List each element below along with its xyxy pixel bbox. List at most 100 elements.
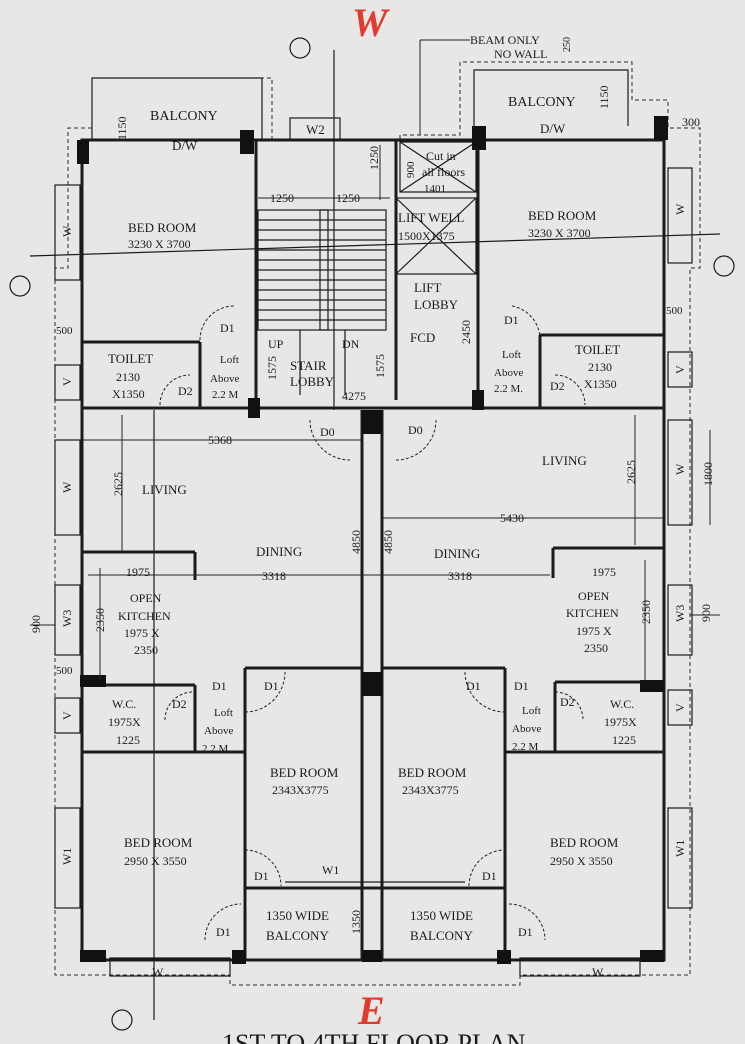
loft2-right-1: Loft bbox=[522, 705, 541, 717]
loft-left-3: 2.2 M bbox=[212, 389, 239, 401]
dw-left: D/W bbox=[172, 138, 198, 153]
wc-right-dim1: 1975X bbox=[604, 715, 637, 729]
balcony-bottom-right-1: 1350 WIDE bbox=[410, 908, 473, 923]
dim-500-c: 500 bbox=[56, 665, 73, 677]
stair-dn: DN bbox=[342, 337, 360, 351]
kitchen-left-4: 2350 bbox=[134, 643, 158, 657]
door-d1-b: D1 bbox=[504, 313, 519, 327]
kitchen-left-3: 1975 X bbox=[124, 626, 160, 640]
dining-left-label: DINING bbox=[256, 544, 302, 559]
dim-2350-a: 2350 bbox=[93, 608, 107, 632]
dim-1250-v: 1250 bbox=[367, 146, 381, 170]
window-w-1: W bbox=[60, 225, 74, 237]
dim-1575-b: 1575 bbox=[373, 354, 387, 378]
loft-right-1: Loft bbox=[502, 349, 521, 361]
compass-west: W bbox=[352, 0, 390, 45]
window-w-2: W bbox=[673, 203, 687, 215]
window-w-br: W bbox=[592, 965, 604, 979]
dim-1250-b: 1250 bbox=[336, 191, 360, 205]
toilet-left-dim1: 2130 bbox=[116, 370, 140, 384]
door-d1-i: D1 bbox=[216, 925, 231, 939]
columns bbox=[77, 116, 668, 964]
door-d2-d: D2 bbox=[560, 695, 575, 709]
wc-left-label: W.C. bbox=[112, 697, 136, 711]
w2-label: W2 bbox=[306, 122, 325, 137]
toilet-right-dim1: 2130 bbox=[588, 360, 612, 374]
dim-2350-b: 2350 bbox=[639, 600, 653, 624]
dim-2625-a: 2625 bbox=[111, 472, 125, 496]
dim-1150-a: 1150 bbox=[115, 116, 129, 140]
loft2-right-3: 2.2 M bbox=[512, 741, 539, 753]
dim-1350: 1350 bbox=[349, 910, 363, 934]
vent-v-1: V bbox=[60, 377, 74, 386]
plan-title: 1ST TO 4TH FLOOR PLAN bbox=[222, 1029, 526, 1044]
beam-note: BEAM ONLY bbox=[470, 33, 540, 47]
toilet-right-dim2: X1350 bbox=[584, 377, 617, 391]
loft-left-1: Loft bbox=[220, 354, 239, 366]
dim-2625-b: 2625 bbox=[624, 460, 638, 484]
dim-900-l: 900 bbox=[29, 615, 43, 633]
compass-east: E bbox=[357, 988, 385, 1033]
dim-300: 300 bbox=[682, 115, 700, 129]
door-d1-e: D1 bbox=[466, 679, 481, 693]
dim-1800: 1800 bbox=[701, 462, 715, 486]
dim-4275: 4275 bbox=[342, 389, 366, 403]
kitchen-right-1: OPEN bbox=[578, 589, 610, 603]
dim-5430: 5430 bbox=[500, 511, 524, 525]
door-d1-f: D1 bbox=[514, 679, 529, 693]
window-w-3: W bbox=[60, 481, 74, 493]
dim-1975-b: 1975 bbox=[592, 565, 616, 579]
living-left-label: LIVING bbox=[142, 482, 187, 497]
dim-900-r: 900 bbox=[699, 604, 713, 622]
door-d1-h: D1 bbox=[482, 869, 497, 883]
bed-room-bottom-right-dim: 2950 X 3550 bbox=[550, 854, 613, 868]
loft2-left-1: Loft bbox=[214, 707, 233, 719]
bed-room-right-label: BED ROOM bbox=[528, 208, 597, 223]
balcony-right-label: BALCONY bbox=[508, 95, 576, 110]
kitchen-right-2: KITCHEN bbox=[566, 606, 619, 620]
cut-note: Cut in bbox=[426, 149, 456, 163]
dim-1150-b: 1150 bbox=[597, 85, 611, 109]
dim-5368: 5368 bbox=[208, 433, 232, 447]
door-d0-b: D0 bbox=[408, 423, 423, 437]
balcony-bottom-left-2: BALCONY bbox=[266, 928, 329, 943]
balcony-bottom-right-2: BALCONY bbox=[410, 928, 473, 943]
balcony-left-label: BALCONY bbox=[150, 109, 218, 124]
wc-right-dim2: 1225 bbox=[612, 733, 636, 747]
bed-room-mid-left-dim: 2343X3775 bbox=[272, 783, 329, 797]
dim-1401: 1401 bbox=[424, 183, 446, 195]
dim-3318-a: 3318 bbox=[262, 569, 286, 583]
balcony-left-outline bbox=[91, 77, 263, 140]
stair-label-2: LOBBY bbox=[290, 374, 335, 389]
loft-right-2: Above bbox=[494, 367, 523, 379]
loft2-left-3: 2.2 M bbox=[202, 743, 229, 755]
lift-dim: 1500X1375 bbox=[398, 229, 455, 243]
door-d1-a: D1 bbox=[220, 321, 235, 335]
kitchen-right-3: 1975 X bbox=[576, 624, 612, 638]
stair-label: STAIR bbox=[290, 358, 327, 373]
dim-250: 250 bbox=[562, 37, 573, 52]
bed-room-bottom-left: BED ROOM bbox=[124, 835, 193, 850]
bed-room-mid-left: BED ROOM bbox=[270, 765, 339, 780]
window-w1-center: W1 bbox=[322, 863, 339, 877]
bed-room-mid-right: BED ROOM bbox=[398, 765, 467, 780]
bed-room-right-dim: 3230 X 3700 bbox=[528, 226, 591, 240]
stair-up: UP bbox=[268, 337, 284, 351]
window-w-4: W bbox=[673, 463, 687, 475]
dim-500-a: 500 bbox=[56, 325, 73, 337]
door-d1-j: D1 bbox=[518, 925, 533, 939]
dim-500-b: 500 bbox=[666, 305, 683, 317]
nowall-note: NO WALL bbox=[494, 47, 547, 61]
toilet-right-label: TOILET bbox=[575, 342, 620, 357]
loft-left-2: Above bbox=[210, 373, 239, 385]
bed-room-bottom-left-dim: 2950 X 3550 bbox=[124, 854, 187, 868]
cut-box bbox=[399, 141, 477, 193]
loft2-left-2: Above bbox=[204, 725, 233, 737]
window-w3-2: W3 bbox=[673, 605, 687, 622]
vent-v-3: V bbox=[60, 711, 74, 720]
loft-right-3: 2.2 M. bbox=[494, 383, 523, 395]
door-d1-g: D1 bbox=[254, 869, 269, 883]
lift-well-box bbox=[395, 197, 477, 275]
dim-1575-a: 1575 bbox=[265, 356, 279, 380]
